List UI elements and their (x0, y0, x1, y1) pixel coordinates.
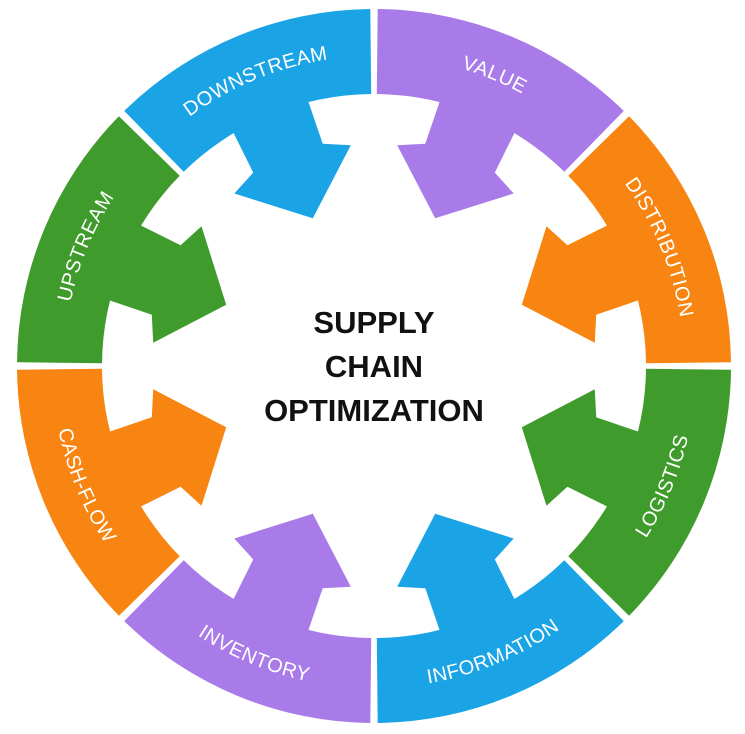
center-title-line-1: SUPPLY (313, 305, 435, 340)
segment-logistics-ring (568, 368, 731, 616)
center-title-line-2: CHAIN (325, 349, 423, 384)
segment-cash-flow-arrow (106, 389, 227, 509)
segment-information-arrow (397, 513, 517, 634)
segments-layer (17, 9, 731, 723)
segment-inventory-arrow (231, 513, 351, 634)
segment-downstream-ring (124, 9, 372, 172)
segment-inventory-ring (124, 560, 372, 723)
segment-information-ring (376, 560, 624, 723)
segment-value-ring (376, 9, 624, 172)
segment-cash-flow-ring (17, 368, 180, 616)
center-title-group: SUPPLY CHAIN OPTIMIZATION (264, 305, 484, 428)
center-title-line-3: OPTIMIZATION (264, 393, 484, 428)
segment-distribution-arrow (521, 223, 642, 343)
segment-value-arrow (397, 98, 517, 219)
segment-distribution-ring (568, 116, 731, 364)
segment-upstream-arrow (106, 223, 227, 343)
segment-logistics-arrow (521, 389, 642, 509)
segment-upstream-ring (17, 116, 180, 364)
segment-downstream-arrow (231, 98, 351, 219)
